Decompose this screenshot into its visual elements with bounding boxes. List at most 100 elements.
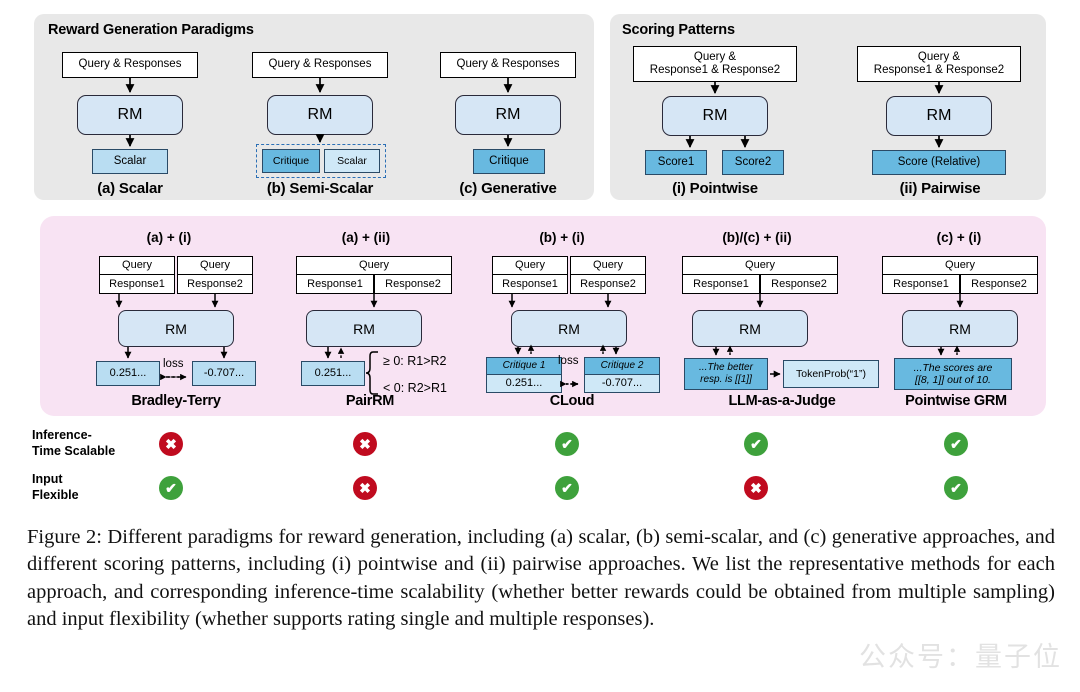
rg-c-input-label: Query & Responses [456,58,560,71]
m4-rm-box: RM [692,310,808,347]
rg-c-caption: (c) Generative [459,180,557,197]
m1-input1-query-label: Query [122,259,152,272]
rg-c-output-critique: Critique [473,149,545,174]
m4-name: LLM-as-a-Judge [728,393,836,409]
rg-b-caption: (b) Semi-Scalar [266,180,374,197]
m5-input-response1: Response1 [882,274,960,294]
rg-c-input-box: Query & Responses [440,52,576,78]
m1-output-2-label: -0.707... [203,367,245,380]
check-icon: ✔ [750,435,762,452]
rg-a-input-box: Query & Responses [62,52,198,78]
m3-input1-response-label: Response1 [502,277,558,290]
rg-a-rm-box: RM [77,95,183,135]
m2-rule-1: ≥ 0: R1>R2 [383,354,447,368]
m3-loss-label: loss [558,355,579,367]
row-label-input-flexible: Input Flexible [32,472,79,503]
m1-combo: (a) + (i) [146,230,192,245]
sp-i-output-score2: Score2 [722,150,784,175]
sp-ii-input-box: Query & Response1 & Response2 [857,46,1021,82]
m3-output1-score: 0.251... [486,374,562,393]
m2-name: PairRM [345,393,395,409]
rg-b-output-scalar-label: Scalar [337,154,367,167]
sp-i-output-score1-label: Score1 [657,155,695,168]
m3-output2-score-label: -0.707... [601,377,643,390]
m3-output1-critique: Critique 1 [486,357,562,375]
m5-input-response2-label: Response2 [971,277,1027,290]
m4-output-critique-line2: resp. is [[1]] [700,374,752,385]
rg-c-rm-label: RM [495,106,521,123]
sp-ii-rm-box: RM [886,96,992,136]
cross-icon: ✖ [750,479,762,496]
m4-output-tokenprob-label: TokenProb(“1”) [795,367,867,380]
rg-a-output-scalar: Scalar [92,149,168,174]
m4-combo: (b)/(c) + (ii) [722,230,792,245]
rg-b-output-critique-label: Critique [272,154,310,167]
cross-icon: ✖ [359,435,371,452]
m2-input-query-label: Query [359,259,389,272]
sp-i-rm-label: RM [702,107,728,124]
rg-c-rm-box: RM [455,95,561,135]
sp-ii-output-score: Score (Relative) [872,150,1006,175]
m4-input-response2: Response2 [760,274,838,294]
m4-input-response2-label: Response2 [771,277,827,290]
sp-ii-input-line2: Response1 & Response2 [873,64,1005,76]
row-label-inference-line1: Inference- [32,428,92,442]
row-label-input-line1: Input [32,472,63,486]
status-badge-r2c2: ✖ [353,476,377,500]
m4-output-critique: ...The better resp. is [[1]] [684,358,768,390]
m4-rm-label: RM [739,320,761,337]
m1-input1-response-label: Response1 [109,277,165,290]
sp-i-rm-box: RM [662,96,768,136]
rg-b-rm-box: RM [267,95,373,135]
check-icon: ✔ [561,479,573,496]
m2-output-label: 0.251... [314,367,352,380]
rg-a-caption: (a) Scalar [97,180,163,197]
rg-a-output-label: Scalar [113,154,147,167]
check-icon: ✔ [950,479,962,496]
sp-i-output-score1: Score1 [645,150,707,175]
status-badge-r1c3: ✔ [555,432,579,456]
rg-b-rm-label: RM [307,106,333,123]
m2-rule-2: < 0: R2>R1 [383,381,447,395]
status-badge-r2c3: ✔ [555,476,579,500]
m5-rm-label: RM [949,320,971,337]
m2-input-query: Query [296,256,452,275]
status-badge-r2c1: ✔ [159,476,183,500]
status-badge-r1c1: ✖ [159,432,183,456]
sp-i-output-score2-label: Score2 [734,155,772,168]
m1-rm-box: RM [118,310,234,347]
rg-b-output-group-frame [256,144,386,178]
sp-i-caption: (i) Pointwise [672,180,758,197]
m3-output1-score-label: 0.251... [505,377,543,390]
sp-ii-input-line1: Query & [917,50,961,63]
row-label-inference-time-scalable: Inference- Time Scalable [32,428,115,459]
panel-reward-title: Reward Generation Paradigms [48,22,254,38]
m2-input-response1-label: Response1 [307,277,363,290]
m2-input-response2-label: Response2 [385,277,441,290]
sp-i-input-line2: Response1 & Response2 [649,64,781,76]
m5-output-scores-line2: [[8, 1]] out of 10. [915,374,991,386]
m3-input2-response: Response2 [570,274,646,294]
status-badge-r1c5: ✔ [944,432,968,456]
m3-input1-query-label: Query [515,259,545,272]
m3-name: CLoud [549,393,595,409]
m1-input2-response: Response2 [177,274,253,294]
sp-ii-output-score-label: Score (Relative) [897,155,981,168]
m2-input-response1: Response1 [296,274,374,294]
m1-input2-query: Query [177,256,253,275]
m4-input-response1: Response1 [682,274,760,294]
sp-i-input-box: Query & Response1 & Response2 [633,46,797,82]
m3-output2-critique-label: Critique 2 [600,360,644,372]
m4-input-response1-label: Response1 [693,277,749,290]
status-badge-r1c2: ✖ [353,432,377,456]
m3-combo: (b) + (i) [539,230,585,245]
m2-input-response2: Response2 [374,274,452,294]
rg-a-rm-label: RM [117,106,143,123]
rg-b-output-scalar: Scalar [324,149,380,173]
m3-input1-query: Query [492,256,568,275]
check-icon: ✔ [561,435,573,452]
m5-output-scores-line1: ...The scores are [913,361,993,374]
row-label-input-line2: Flexible [32,487,79,502]
m1-rm-label: RM [165,320,187,337]
